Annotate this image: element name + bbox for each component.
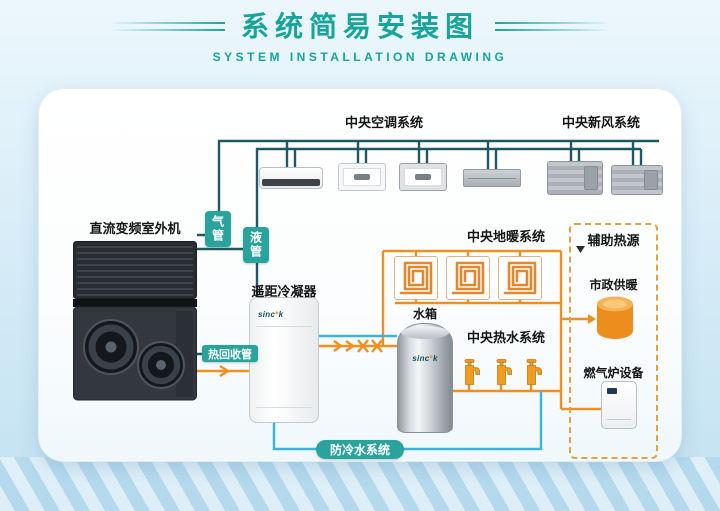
title-decoration-left <box>108 21 225 32</box>
fresh-air-unit-1 <box>547 161 603 195</box>
label-municipal-heating: 市政供暖 <box>589 278 638 292</box>
coil-icon <box>399 261 433 295</box>
coil-icon <box>451 261 485 295</box>
water-tank: sinc*k <box>397 323 453 433</box>
auxiliary-heat-box <box>569 223 658 459</box>
tank-cap <box>400 326 450 339</box>
brand-mark-icon: * <box>429 354 433 363</box>
cylinder-icon <box>597 296 633 339</box>
page-title: 系统简易安装图 <box>240 11 479 42</box>
faucet-icon <box>458 359 480 385</box>
brand-logo: sinc*k <box>398 354 452 363</box>
faucet-icon <box>520 359 542 385</box>
brand-text: k <box>278 310 284 319</box>
remote-condenser-unit: sinc*k <box>249 297 319 423</box>
floor-heating-coil <box>498 256 542 300</box>
title-row: 系统简易安装图 <box>108 10 611 44</box>
outdoor-unit-drawing <box>73 241 197 401</box>
fan-icon <box>83 319 139 375</box>
label-gas-furnace: 燃气炉设备 <box>583 366 644 380</box>
page-subtitle: SYSTEM INSTALLATION DRAWING <box>212 49 508 64</box>
label-outdoor-unit: 直流变频室外机 <box>89 221 181 236</box>
tag-anti-cold-water-system: 防冷水系统 <box>316 440 404 459</box>
label-water-tank: 水箱 <box>412 307 437 321</box>
label-remote-condenser: 遥距冷凝器 <box>251 284 317 299</box>
header: 系统简易安装图 SYSTEM INSTALLATION DRAWING <box>0 10 720 64</box>
label-aux-heat-source: 辅助热源 <box>587 233 640 248</box>
condenser-seam <box>256 407 312 408</box>
condenser-seam <box>256 326 312 327</box>
brand-text: sinc <box>412 354 430 363</box>
indoor-unit-cassette-1 <box>338 163 386 191</box>
label-central-ac-system: 中央空调系统 <box>344 115 423 130</box>
label-fresh-air-system: 中央新风系统 <box>561 115 640 130</box>
flow-arrow <box>588 314 596 324</box>
faucet-icon <box>490 359 512 385</box>
aux-down-arrow <box>576 246 585 253</box>
fresh-air-unit-2 <box>611 165 663 195</box>
bottom-stripes-decoration <box>0 457 720 511</box>
brand-text: sinc <box>258 310 276 319</box>
cassette-vent <box>415 174 431 180</box>
indoor-unit-duct <box>463 169 521 187</box>
gas-furnace-unit <box>601 381 637 429</box>
indoor-unit-cassette-2 <box>399 163 447 191</box>
brand-mark-icon: * <box>275 310 279 319</box>
brand-text: k <box>432 354 438 363</box>
tag-heat-recovery-pipe: 热回收管 <box>202 345 258 362</box>
fan-icon <box>137 341 185 389</box>
brand-logo: sinc*k <box>258 310 283 319</box>
tag-liquid-pipe: 液管 <box>243 227 269 263</box>
floor-heating-coil <box>394 256 438 300</box>
indoor-unit-wall <box>259 167 323 189</box>
diagram-panel: sinc*k sinc*k <box>38 88 682 462</box>
pipes-layer <box>197 139 659 451</box>
label-floor-heating-system: 中央地暖系统 <box>466 229 545 244</box>
floor-heating-coil <box>446 256 490 300</box>
municipal-heating-tank <box>596 295 634 341</box>
cassette-vent <box>354 174 370 180</box>
coil-icon <box>503 261 537 295</box>
outdoor-unit <box>73 241 197 401</box>
tag-gas-pipe: 气管 <box>205 211 231 247</box>
title-decoration-right <box>495 21 611 32</box>
cold-water-pipes <box>272 334 543 451</box>
label-hot-water-system: 中央热水系统 <box>466 330 545 345</box>
